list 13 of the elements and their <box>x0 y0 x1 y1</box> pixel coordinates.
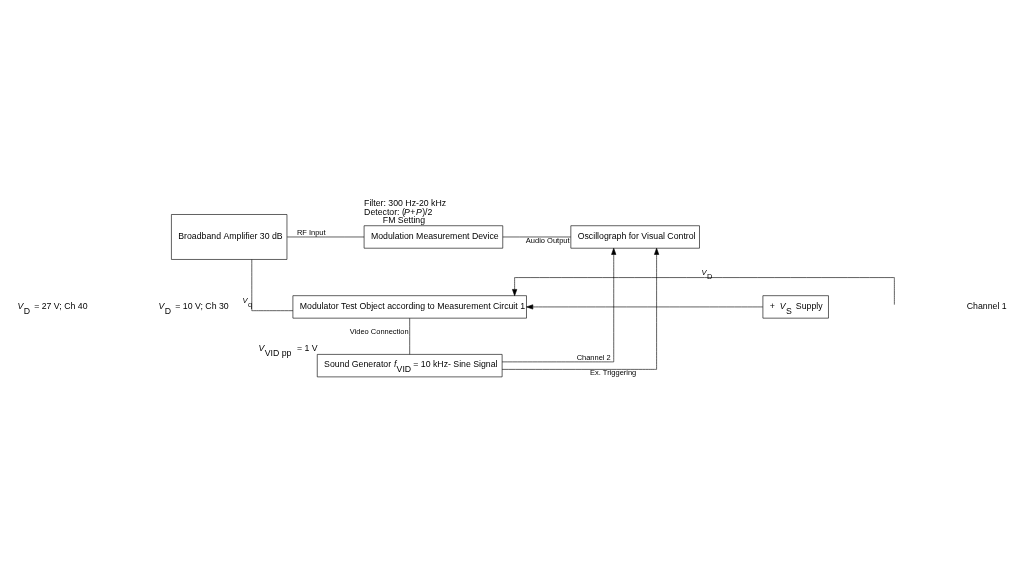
node-box: Modulation Measurement Device <box>363 225 504 249</box>
node-box: Modulator Test Object according to Measurement Circuit 1 <box>292 295 527 319</box>
node-label: FM Setting <box>382 215 426 226</box>
arrow <box>512 277 895 305</box>
node-box: Broadband Amplifier 30 dB <box>171 214 288 260</box>
arrow <box>526 304 764 310</box>
node-box: Oscillograph for Visual Control <box>570 225 700 249</box>
node-label: Filter: 300 Hz-20 kHz <box>364 197 447 208</box>
arrow <box>501 247 617 363</box>
node-label: Detector: (P+P)/2 <box>364 206 433 217</box>
connector <box>251 259 294 311</box>
label: Channel 1 <box>966 301 1007 312</box>
arrow <box>501 247 660 370</box>
